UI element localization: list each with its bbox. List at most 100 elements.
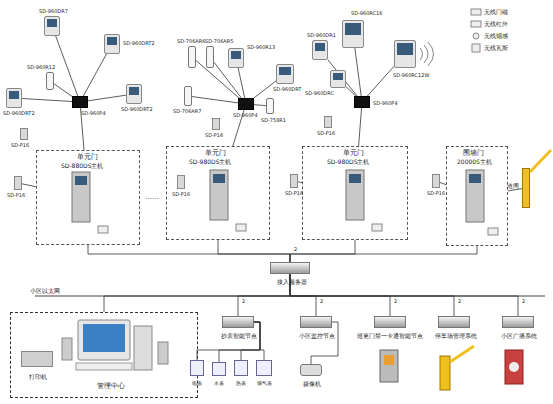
access-reader-pad [384,355,394,365]
node-label: 小区监控节点 [299,333,335,339]
card-reader [372,224,382,231]
node-label: 摄像机 [303,381,321,387]
node-label: 管理中心 [97,383,125,390]
legend-text: 无线门磁 [484,10,508,16]
connector [311,322,338,364]
node-label: 接入服务器 [277,279,307,285]
connector [88,245,290,262]
card-reader [236,224,246,231]
wireless-icon [471,9,481,15]
handset-unit: SD-706AR7 [184,86,192,106]
host-screen [213,174,225,183]
barrier-gate: 道闸 [522,168,530,208]
indoor-monitor: SD-960DRT [276,64,294,84]
node-label: SD-960P4 [373,101,398,106]
connector [367,66,394,96]
indoor-monitor: SD-960RC16 [342,20,364,48]
connector [104,274,290,312]
exit-button: SD-P16 [290,174,298,188]
node-label: 道闸 [507,183,519,189]
indoor-monitor: SD-960RC12W [394,40,416,68]
computer-monitor [78,320,130,360]
node-label: 单元门 [343,150,364,157]
indoor-monitor: SD-960DRT2 [126,84,142,104]
exit-button: SD-P16 [14,176,22,190]
connector [219,322,260,362]
node-label: SD-706AR5 [205,39,233,44]
indoor-monitor: SD-960DR1 [312,40,328,60]
speaker [62,338,72,360]
node-label: SD-P16 [427,191,445,196]
network-node: 小区广播系统 [502,316,534,328]
node-label: SD-980DS主机 [327,159,369,165]
annotation: 2 [242,299,245,304]
node-label: SD-960DR1 [307,33,336,38]
node-label: 热表 [236,381,246,386]
host-panel [466,170,484,222]
wifi-arc [424,45,428,63]
handset-unit: SD-960R12 [46,72,54,90]
annotation: 2 [294,247,297,252]
pa-cone [509,362,519,372]
indoor-monitor: SD-960DRT2 [104,34,120,54]
host-screen [75,176,87,185]
camera: 摄像机 [300,364,322,376]
node-label: SD-758R1 [261,118,286,123]
node-label: SD-980DS主机 [189,159,231,165]
node-label: SD-P16 [285,191,303,196]
parking-barrier [440,356,450,390]
connector [238,68,245,98]
junction-box: SD-960P4 [238,98,254,110]
host-panel [72,172,90,222]
connector [54,84,72,97]
handset-unit: SD-706AR5 [206,46,214,68]
computer-screen [83,324,125,352]
keyboard [76,363,132,370]
host-panel [210,170,228,220]
connector [290,274,518,316]
connector [218,240,290,262]
speaker [158,342,168,364]
computer-tower [134,326,152,370]
node-label: 巡更门禁一卡通智能节点 [357,333,423,339]
node-label: SD-960R12 [27,65,55,70]
exit-button: SD-P16 [432,174,440,188]
node-label: SD-960RC12W [393,73,429,78]
connector [88,95,126,101]
legend-text: 无线瓦斯 [484,46,508,52]
legend-text: 无线红外 [484,22,508,28]
gate-group: 单元门SD-880DS主机 [36,150,140,245]
node-label: 水表 [214,381,224,386]
indoor-monitor: SD-960DR7 [44,16,60,36]
node-label: SD-960DRT2 [121,107,153,112]
host-screen [349,174,361,183]
node-label: SD-960DR7 [39,9,68,14]
exit-button: SD-P16 [177,175,185,189]
wifi-arc [420,48,423,60]
connector [359,108,362,146]
node-label: SD-P16 [317,131,335,136]
meter: 电表 [190,360,204,376]
indoor-monitor: SD-960R13 [228,48,244,68]
exit-button: SD-P16 [324,116,332,128]
node-label: 停车场管理系统 [435,333,477,339]
connector [355,48,361,96]
connector [290,240,355,262]
printer: 打印机 [21,351,53,367]
meter: 水表 [212,362,226,376]
connector [22,98,72,101]
wireless-icon [473,33,479,39]
node-label: SD-960DRT2 [123,41,155,46]
node-label: 电表 [192,381,202,386]
node-label: SD-960P4 [233,113,258,118]
annotation: 2 [522,299,525,304]
indoor-monitor: SD-960DRT2 [6,88,22,108]
pa-speaker [505,350,523,384]
node-label: SD-960R13 [247,45,275,50]
connector [254,81,276,98]
node-label: 抄表智能节点 [221,333,257,339]
node-label: 煤气表 [257,381,272,386]
node-label: SD-960DRT2 [3,111,35,116]
